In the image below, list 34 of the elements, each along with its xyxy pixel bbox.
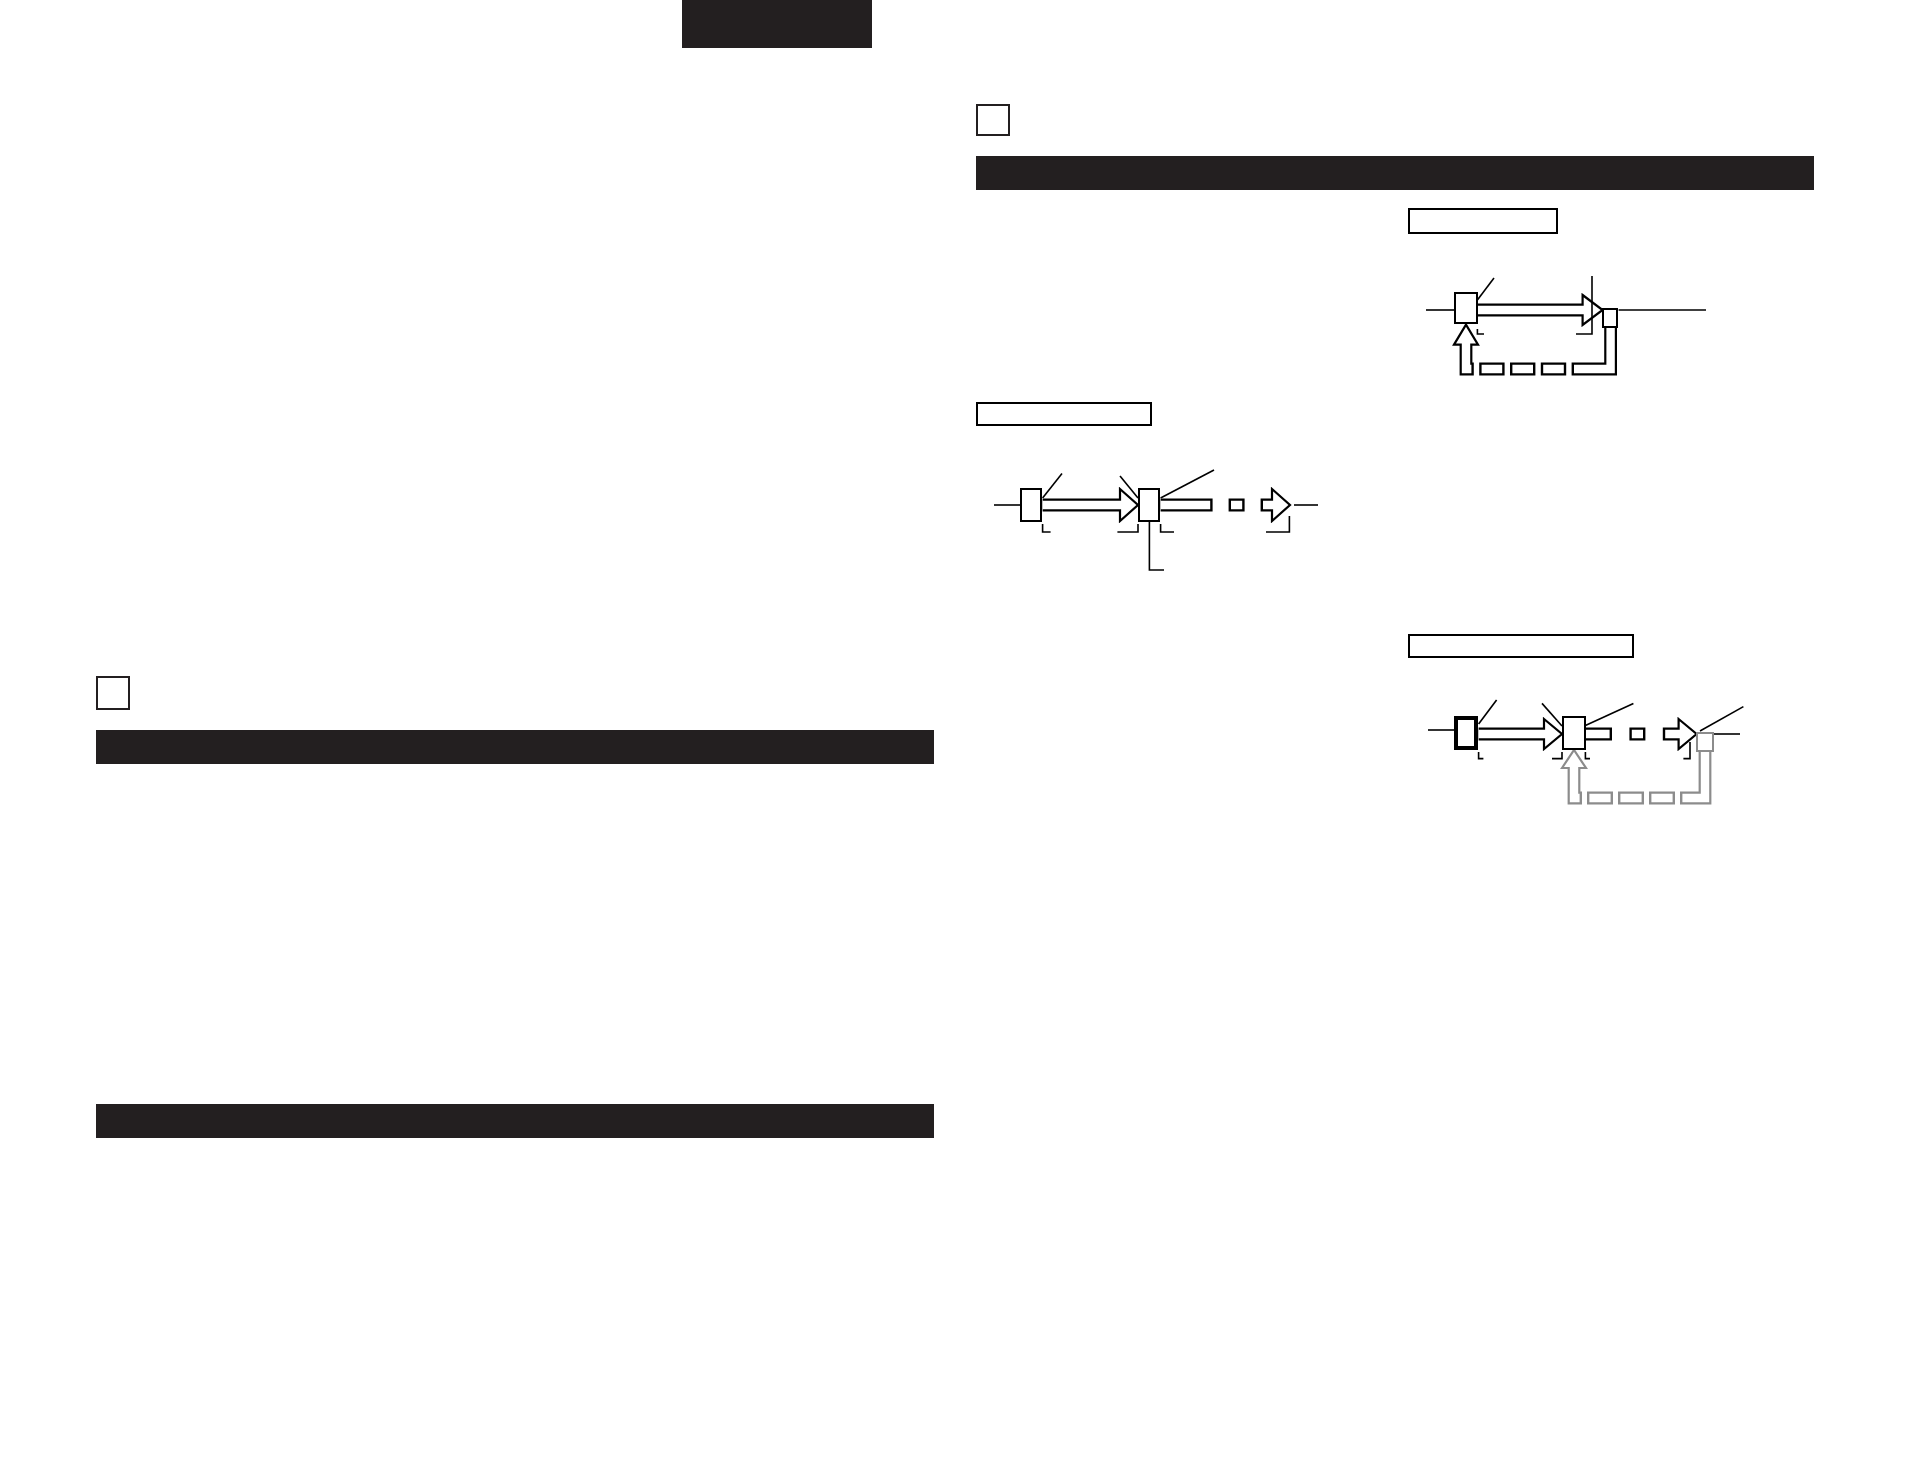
marker-box [1454, 291, 1478, 325]
leader-line [993, 504, 1022, 506]
title-frame [1408, 208, 1558, 233]
leader-line [1541, 702, 1563, 727]
leader-line [1148, 521, 1165, 571]
leader-line [1119, 475, 1139, 499]
marker-box [1696, 731, 1714, 751]
header-band [976, 155, 1814, 190]
dashed-hollow-arrow [1585, 717, 1698, 751]
leader-line [1425, 309, 1455, 311]
square-frame [976, 103, 1009, 135]
leader-line [1159, 469, 1215, 499]
marker-box [1454, 716, 1479, 750]
leader-line [1617, 309, 1707, 311]
marker-box [1020, 488, 1043, 522]
leader-line [1699, 705, 1745, 732]
dashed-hollow-arrow [1452, 323, 1617, 376]
header-band [96, 730, 934, 764]
marker-box [1602, 308, 1619, 328]
leader-line [1712, 733, 1741, 735]
square-frame [96, 676, 130, 710]
page-tab [682, 0, 872, 48]
header-band [96, 1104, 934, 1138]
title-frame [976, 402, 1153, 427]
marker-box [1562, 716, 1586, 750]
leader-line [1584, 702, 1635, 727]
title-frame [1408, 634, 1634, 659]
leader-line [1477, 699, 1498, 725]
dashed-hollow-arrow [1160, 487, 1292, 523]
leader-line [1476, 277, 1495, 301]
marker-box [1138, 488, 1161, 522]
leader-line [1041, 472, 1063, 499]
leader-line [1427, 729, 1456, 731]
dashed-hollow-arrow [1560, 748, 1712, 805]
